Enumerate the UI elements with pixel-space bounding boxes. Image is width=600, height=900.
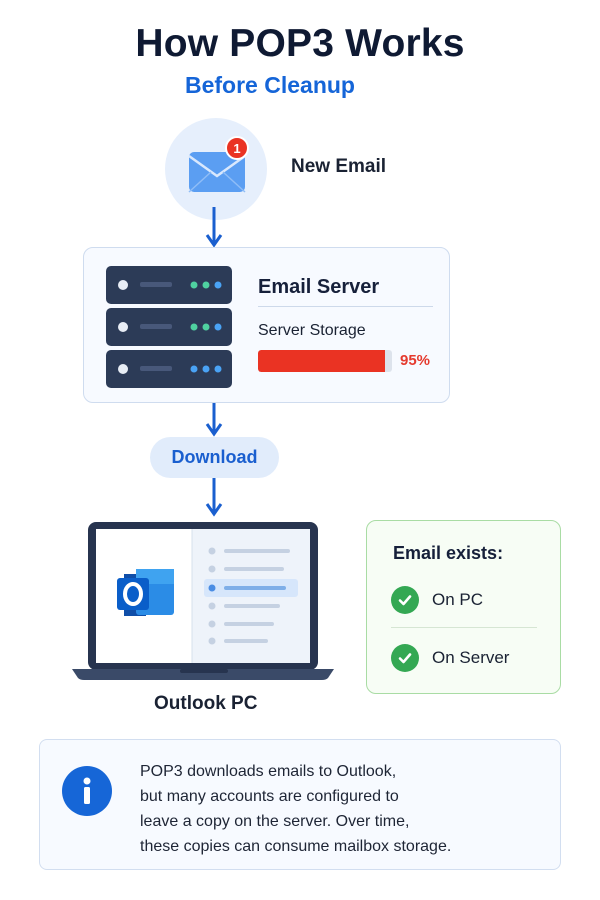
arrow-down-icon [205,478,223,517]
storage-progress-bar [258,350,392,372]
info-line: these copies can consume mailbox storage… [140,838,452,855]
laptop-outlook-icon [72,522,334,680]
email-exists-card: Email exists: On PC On Server [366,520,561,694]
page-subtitle: Before Cleanup [185,72,355,98]
exists-item-label: On Server [432,648,510,667]
info-line: POP3 downloads emails to Outlook, [140,763,397,780]
exists-item-pc: On PC [391,586,483,614]
page-title: How POP3 Works [135,22,465,65]
new-email-node: 1 [165,118,267,220]
info-card: POP3 downloads emails to Outlook, but ma… [39,739,561,870]
server-divider [258,306,433,307]
email-server-card: Email Server Server Storage 95% [83,247,450,403]
storage-percent: 95% [400,352,431,369]
exists-item-server: On Server [391,644,509,672]
arrow-down-icon [205,402,223,437]
info-icon [62,766,112,816]
info-line: leave a copy on the server. Over time, [140,813,410,830]
storage-progress-fill [258,350,386,372]
exists-title: Email exists: [393,543,504,563]
envelope-icon: 1 [188,136,249,193]
server-stack-icon [106,266,232,388]
outlook-pc-label: Outlook PC [154,693,258,714]
new-email-badge: 1 [233,141,240,156]
new-email-label: New Email [291,156,387,177]
check-icon [391,586,419,614]
exists-item-label: On PC [432,590,484,609]
info-text: POP3 downloads emails to Outlook, but ma… [140,759,550,859]
check-icon [391,644,419,672]
arrow-down-icon [205,207,223,248]
storage-label: Server Storage [258,322,366,339]
info-line: but many accounts are configured to [140,788,399,805]
download-step-label: Download [150,437,279,478]
exists-divider [391,627,537,628]
server-title: Email Server [258,276,380,298]
